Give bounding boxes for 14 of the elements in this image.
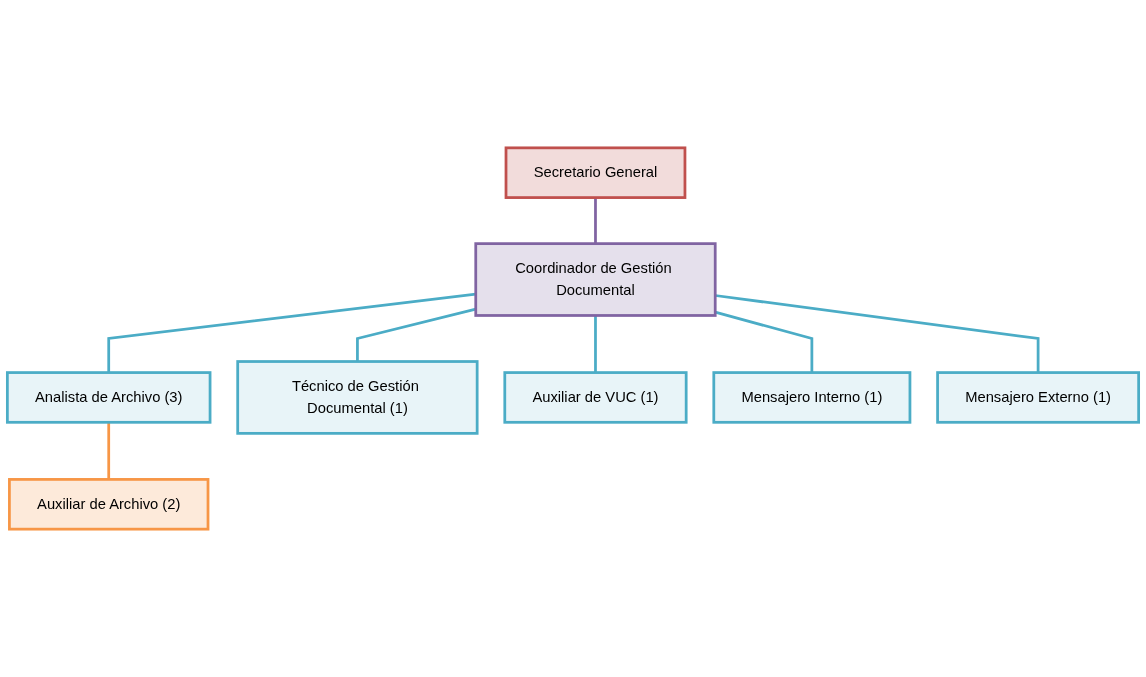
node-box: Coordinador de Gestión Documental [474, 242, 717, 317]
node-box: Mensajero Interno (1) [712, 371, 912, 424]
connector [714, 310, 814, 373]
connector [107, 422, 111, 480]
node-box: Auxiliar de Archivo (2) [8, 478, 210, 531]
connector [107, 292, 476, 373]
node-box: Analista de Archivo (3) [6, 371, 212, 424]
node-box: Técnico de Gestión Documental (1) [236, 360, 479, 435]
connector [594, 197, 597, 244]
connector [715, 294, 1040, 373]
node-box: Secretario General [504, 146, 687, 199]
node-box: Auxiliar de VUC (1) [503, 371, 688, 424]
node-box: Mensajero Externo (1) [936, 371, 1140, 424]
connector [594, 315, 597, 373]
